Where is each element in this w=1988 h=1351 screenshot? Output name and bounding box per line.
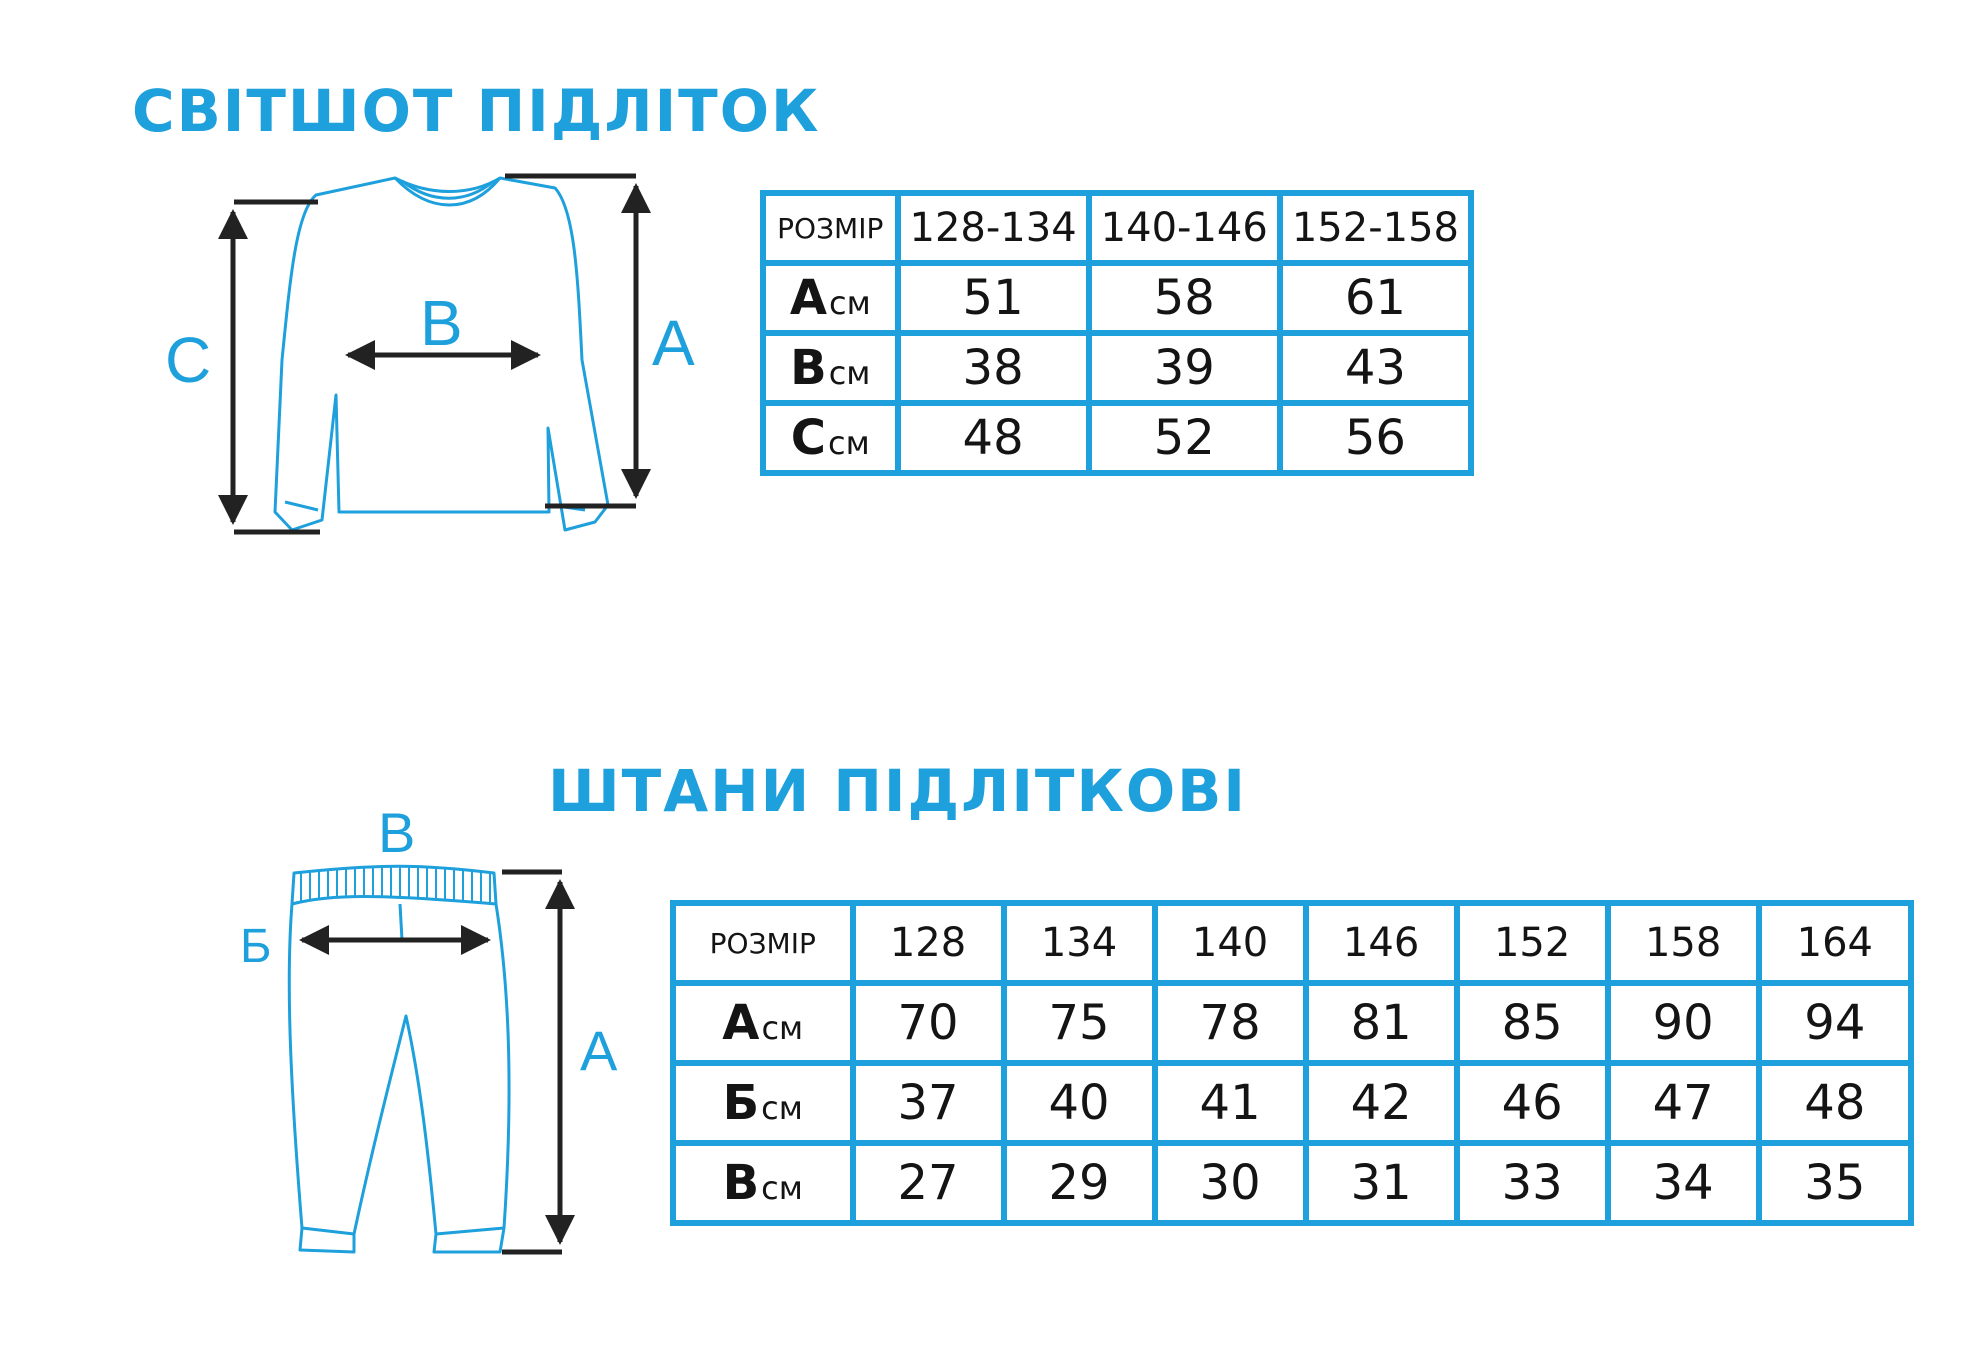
value-cell: 40 [1000,1060,1158,1146]
value-cell: 81 [1302,980,1460,1066]
row-unit: см [761,1169,803,1207]
value-cell: 78 [1151,980,1309,1066]
table-row: Cсм 48 52 56 [760,400,1475,476]
value-cell: 30 [1151,1140,1309,1226]
size-cell: 146 [1302,900,1460,986]
row-label-cell: Aсм [670,980,856,1066]
size-header-cell: РОЗМІР [760,190,901,266]
row-letter: B [790,340,827,396]
value-cell: 70 [849,980,1007,1066]
row-unit: см [828,284,871,322]
size-cell: 140 [1151,900,1309,986]
table-row: Bсм 38 39 43 [760,330,1475,406]
value-cell: 47 [1604,1060,1762,1146]
size-cell: 164 [1755,900,1915,986]
value-cell: 38 [894,330,1092,406]
value-cell: 31 [1302,1140,1460,1226]
row-letter: A [722,995,760,1051]
table-row: Bсм 27 29 30 31 33 34 35 [670,1140,1915,1226]
value-cell: 42 [1302,1060,1460,1146]
pants-label-b: B [378,801,415,864]
value-cell: 56 [1276,400,1475,476]
value-cell: 48 [1755,1060,1915,1146]
value-cell: 27 [849,1140,1007,1226]
sweatshirt-dimension-lines [218,173,651,535]
table-header-row: РОЗМІР 128 134 140 146 152 158 164 [670,900,1915,986]
sweatshirt-title: СВІТШОТ ПІДЛІТОК [132,77,821,145]
value-cell: 85 [1453,980,1611,1066]
value-cell: 52 [1085,400,1283,476]
value-cell: 41 [1151,1060,1309,1146]
value-cell: 58 [1085,260,1283,336]
row-letter: A [789,270,827,326]
pants-dimension-lines [299,869,575,1255]
row-unit: см [828,354,871,392]
table-row: Aсм 70 75 78 81 85 90 94 [670,980,1915,1066]
value-cell: 94 [1755,980,1915,1066]
table-row: Бсм 37 40 41 42 46 47 48 [670,1060,1915,1146]
sweatshirt-label-b: B [420,287,463,359]
value-cell: 46 [1453,1060,1611,1146]
value-cell: 75 [1000,980,1158,1066]
sweatshirt-label-a: A [652,307,695,379]
value-cell: 35 [1755,1140,1915,1226]
value-cell: 29 [1000,1140,1158,1226]
sweatshirt-label-c: C [165,324,211,396]
value-cell: 90 [1604,980,1762,1066]
row-label-cell: Aсм [760,260,901,336]
value-cell: 48 [894,400,1092,476]
size-header-cell: РОЗМІР [670,900,856,986]
sweatshirt-size-table: РОЗМІР 128-134 140-146 152-158 Aсм 51 58… [760,190,1475,476]
size-cell: 128 [849,900,1007,986]
size-cell: 134 [1000,900,1158,986]
pants-label-be: Б [240,920,272,973]
row-label-cell: Бсм [670,1060,856,1146]
table-row: Aсм 51 58 61 [760,260,1475,336]
pants-outline [287,864,511,1254]
row-label-cell: Bсм [760,330,901,406]
value-cell: 61 [1276,260,1475,336]
value-cell: 51 [894,260,1092,336]
size-cell: 152 [1453,900,1611,986]
value-cell: 43 [1276,330,1475,406]
pants-title: ШТАНИ ПІДЛІТКОВІ [548,757,1247,825]
value-cell: 39 [1085,330,1283,406]
row-unit: см [828,424,870,462]
row-letter: Б [722,1075,760,1131]
size-cell: 140-146 [1085,190,1283,266]
row-letter: B [722,1155,760,1211]
size-cell: 152-158 [1276,190,1475,266]
pants-label-a: A [580,1019,618,1082]
sweatshirt-outline [273,176,610,532]
row-label-cell: Cсм [760,400,901,476]
value-cell: 34 [1604,1140,1762,1226]
table-header-row: РОЗМІР 128-134 140-146 152-158 [760,190,1475,266]
row-label-cell: Bсм [670,1140,856,1226]
row-unit: см [761,1089,803,1127]
value-cell: 37 [849,1060,1007,1146]
size-cell: 158 [1604,900,1762,986]
value-cell: 33 [1453,1140,1611,1226]
row-letter: C [790,410,826,466]
row-unit: см [761,1009,804,1047]
size-cell: 128-134 [894,190,1092,266]
pants-size-table: РОЗМІР 128 134 140 146 152 158 164 Aсм 7… [670,900,1915,1226]
